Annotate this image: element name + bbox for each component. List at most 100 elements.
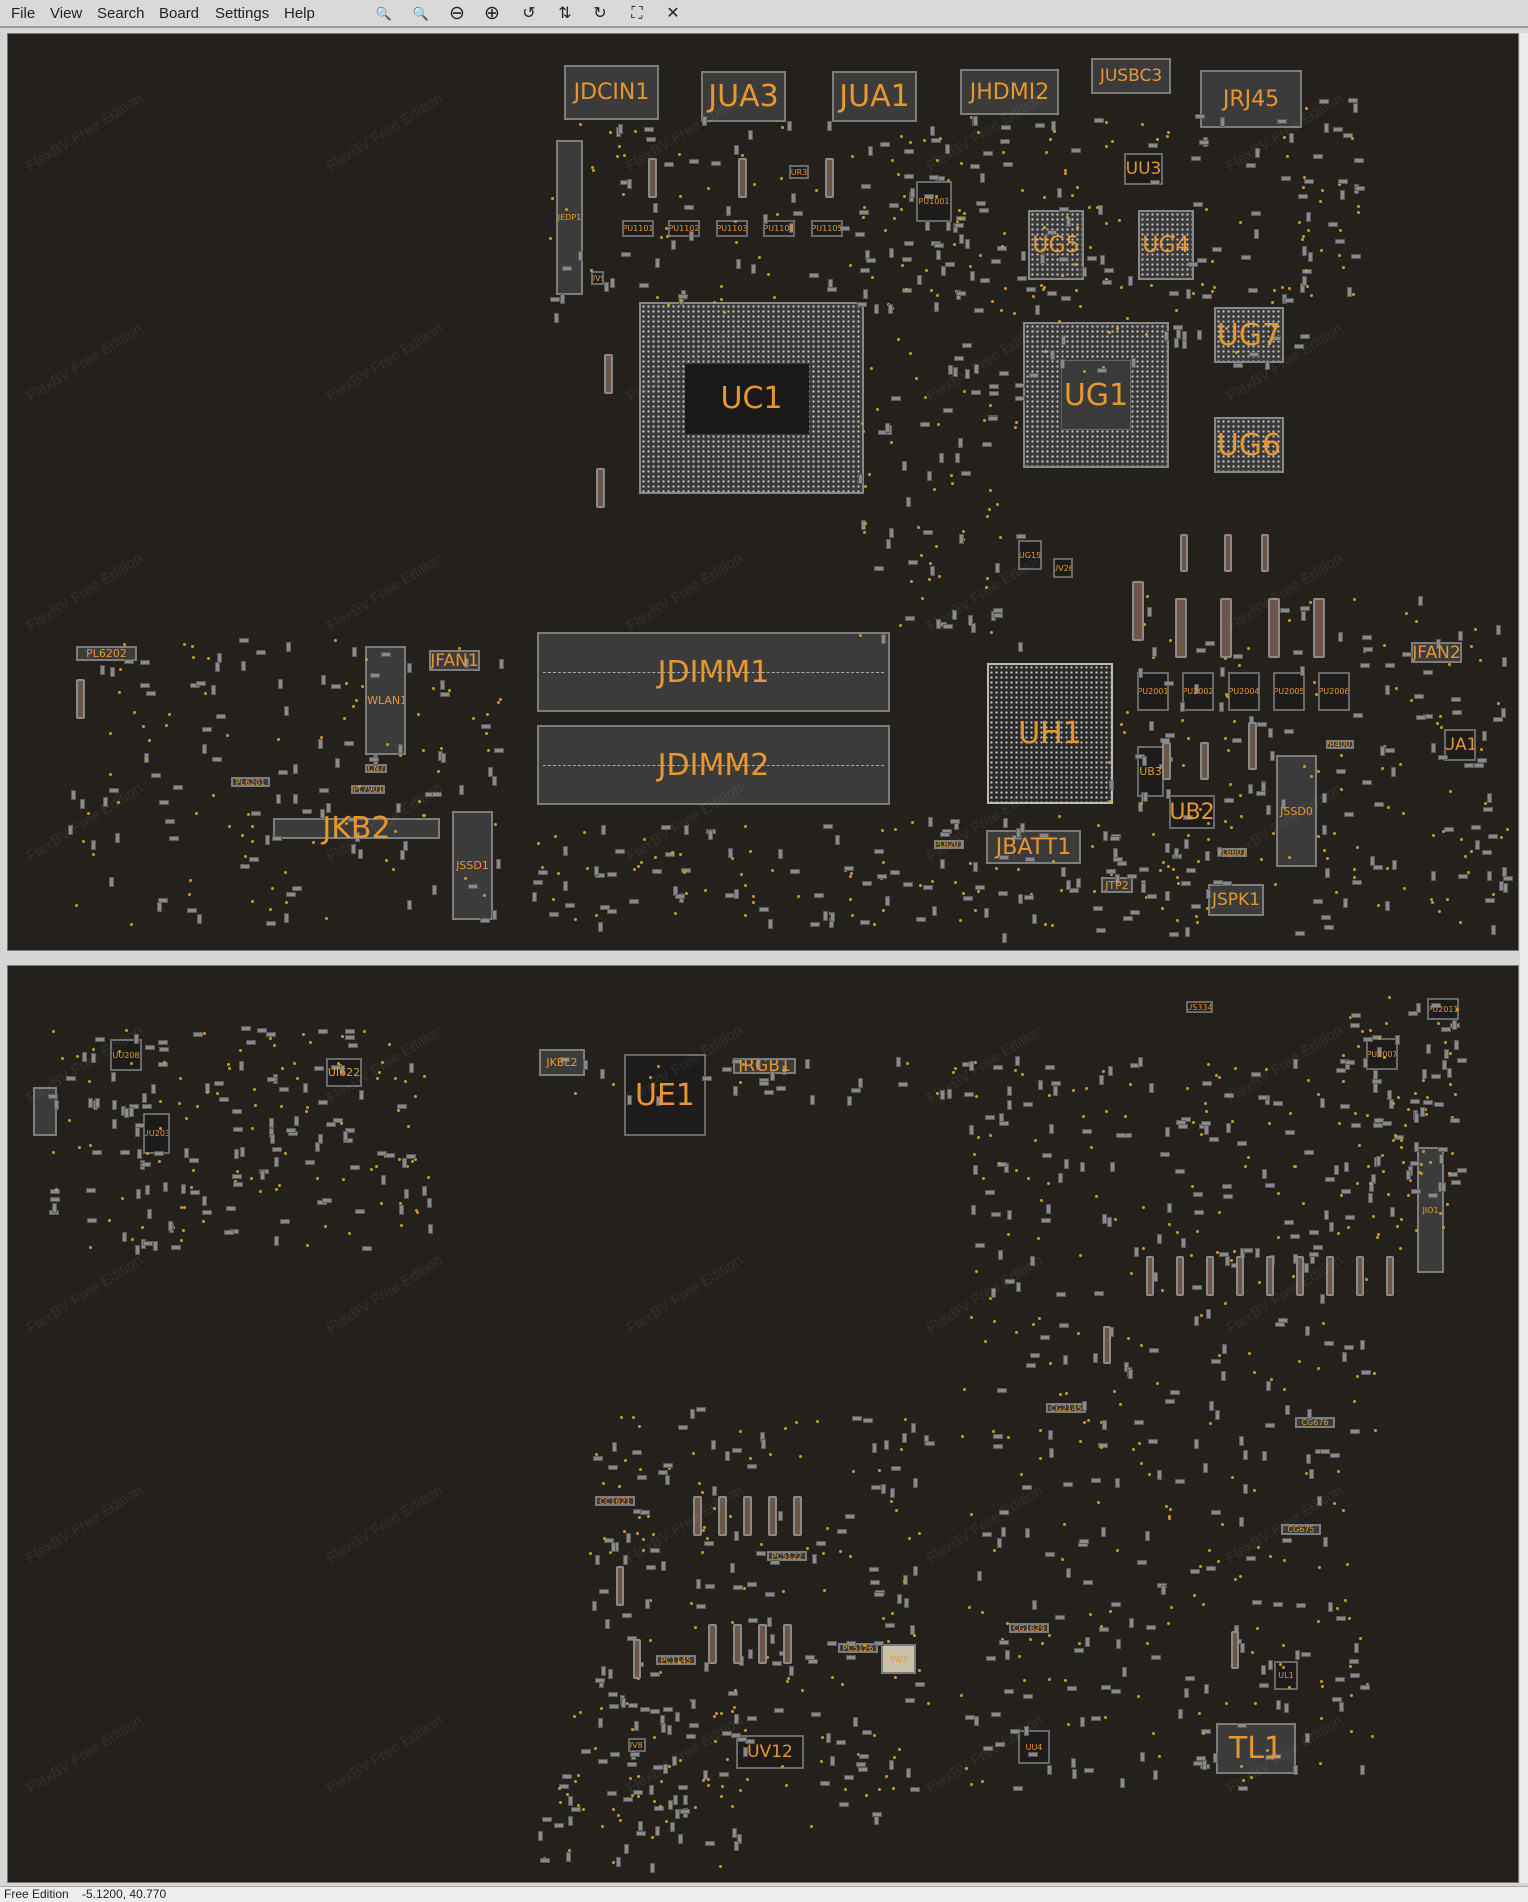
component-JUA3[interactable]: JUA3	[701, 71, 786, 122]
board-view-bottom[interactable]: UE1 JKBL2 JRGB1 UI622 UU208 UU203 JIO1 P…	[7, 965, 1519, 1883]
menu-view[interactable]: View	[50, 5, 83, 22]
component-JSPK1[interactable]: JSPK1	[1208, 884, 1264, 916]
component-JHDMI2[interactable]: JHDMI2	[960, 69, 1059, 115]
component-UU208[interactable]: UU208	[110, 1039, 142, 1071]
component-JRJ45[interactable]: JRJ45	[1200, 70, 1302, 128]
component-JSSD1[interactable]: JSSD1	[452, 811, 493, 920]
via	[268, 1036, 272, 1040]
component-PC5126[interactable]: PC5126	[838, 1643, 878, 1653]
component-JUSBC3[interactable]: JUSBC3	[1091, 58, 1171, 94]
zoom-minus-icon[interactable]: ⊖	[449, 3, 465, 24]
component-UG5[interactable]: UG5	[1028, 210, 1084, 280]
component-PL7901[interactable]: PL7901	[351, 785, 385, 794]
component-UE1[interactable]: UE1	[624, 1054, 706, 1136]
component-UG7[interactable]: UG7	[1214, 307, 1284, 363]
component-PL6201[interactable]: PL6201	[231, 777, 270, 787]
component-PU2006[interactable]: PU2006	[1318, 672, 1350, 711]
zoom-in-icon[interactable]: 🔍	[412, 6, 430, 21]
component-PC1145[interactable]: PC1145	[656, 1655, 696, 1665]
component-PC5122[interactable]: PC5122	[767, 1551, 807, 1561]
component-US334[interactable]: US334	[1186, 1001, 1213, 1013]
component-UU203[interactable]: UU203	[143, 1113, 170, 1154]
component-UG6[interactable]: UG6	[1214, 417, 1284, 473]
zoom-plus-icon[interactable]: ⊕	[484, 3, 500, 24]
component-CG2145[interactable]: CG2145	[1046, 1403, 1086, 1413]
component-PU1103[interactable]: PU1103	[716, 220, 748, 237]
via	[1463, 854, 1467, 858]
component-JRGB1[interactable]: JRGB1	[733, 1058, 796, 1074]
component-PU2005[interactable]: PU2005	[1273, 672, 1305, 711]
component-JIO1[interactable]: JIO1	[1417, 1147, 1444, 1273]
component-JKB2[interactable]: JKB2	[273, 811, 440, 846]
component-UG4[interactable]: UG4	[1138, 210, 1194, 280]
component-JDIMM2[interactable]: JDIMM2	[537, 725, 890, 805]
via	[183, 1205, 187, 1209]
component-UA1[interactable]: UA1	[1444, 729, 1476, 761]
menu-board[interactable]: Board	[159, 5, 200, 22]
component-CG1629[interactable]: CG1629	[1009, 1623, 1049, 1633]
via	[76, 1055, 80, 1059]
component-UV87[interactable]: UV87	[628, 1738, 646, 1752]
component-CG675[interactable]: CG675	[1281, 1524, 1321, 1535]
component-JUA1[interactable]: JUA1	[832, 71, 917, 122]
component-UV12[interactable]: UV12	[736, 1735, 804, 1769]
component-UV26[interactable]: UV26	[1053, 558, 1073, 578]
component-JFAN1[interactable]: JFAN1	[429, 650, 480, 671]
component-UC1[interactable]: UC1	[639, 302, 864, 494]
component-PL6202[interactable]: PL6202	[76, 646, 137, 661]
component-JKBL2[interactable]: JKBL2	[539, 1049, 585, 1076]
component-CN7[interactable]: CN7	[365, 764, 387, 773]
via	[1246, 646, 1250, 650]
scrollbar[interactable]	[1520, 33, 1528, 1883]
component-JSSD0[interactable]: JSSD0	[1276, 755, 1317, 867]
component-UG1[interactable]: UG1	[1023, 322, 1169, 468]
component-PU1001[interactable]: PU1001	[916, 181, 952, 222]
component-PU1102[interactable]: PU1102	[668, 220, 700, 237]
component-PU1101[interactable]: PU1101	[622, 220, 654, 237]
component-PR4001[interactable]: PR4001	[1326, 740, 1354, 749]
smd-pad	[1308, 1468, 1314, 1479]
component-CC1621[interactable]: CC1621	[595, 1496, 635, 1506]
component-JTP2[interactable]: JTP2	[1101, 877, 1133, 893]
component-UH1[interactable]: UH1	[987, 663, 1113, 804]
via	[683, 871, 687, 874]
menu-file[interactable]: File	[11, 5, 36, 22]
component-TL1[interactable]: TL1	[1216, 1723, 1296, 1774]
close-icon[interactable]: ✕	[666, 5, 680, 22]
component-PU1105[interactable]: PU1105	[811, 220, 843, 237]
component-PU2002[interactable]: PU2002	[1182, 672, 1214, 711]
component-UL1[interactable]: UL1	[1274, 1661, 1298, 1690]
fit-screen-icon[interactable]: ⛶	[631, 5, 643, 22]
component-PU2011[interactable]: PU2011	[1427, 998, 1459, 1020]
component-PU2001[interactable]: PU2001	[1137, 672, 1169, 711]
component-UB2[interactable]: UB2	[1169, 795, 1215, 829]
component-SW3[interactable]: SW3	[881, 1644, 916, 1674]
rotate-cw-icon[interactable]: ↻	[593, 5, 607, 22]
component-UI622[interactable]: UI622	[326, 1058, 362, 1087]
component-UG15[interactable]: UG15	[1018, 540, 1042, 570]
component-UU3[interactable]: UU3	[1124, 153, 1163, 185]
component-JEDP1[interactable]: JEDP1	[556, 140, 583, 295]
component-UV9[interactable]: UV9	[591, 271, 604, 285]
component-PU1104[interactable]: PU1104	[763, 220, 795, 237]
via	[733, 1689, 737, 1692]
board-view-top[interactable]: JDCIN1 JUA3 JUA1 JHDMI2 JUSBC3 JRJ45 JED…	[7, 33, 1519, 951]
component-JFAN2[interactable]: JFAN2	[1411, 642, 1462, 663]
menu-settings[interactable]: Settings	[215, 5, 270, 22]
component-JDCIN1[interactable]: JDCIN1	[564, 65, 659, 120]
component-JWLAN1[interactable]: JWLAN1	[365, 646, 406, 755]
component-UR3[interactable]: UR3	[789, 165, 809, 179]
component-PL8201[interactable]: PL8201	[934, 840, 964, 849]
menu-help[interactable]: Help	[284, 5, 315, 22]
smd-pad	[1079, 1538, 1090, 1544]
menu-search[interactable]: Search	[97, 5, 145, 22]
component-CG676[interactable]: CG676	[1295, 1417, 1335, 1428]
zoom-out-icon[interactable]: 🔍	[375, 6, 393, 21]
component-JDIMM1[interactable]: JDIMM1	[537, 632, 890, 712]
component-PU2007[interactable]: PU2007	[1366, 1038, 1398, 1070]
component-JBATT1[interactable]: JBATT1	[986, 830, 1081, 864]
component-UU4[interactable]: UU4	[1018, 1730, 1050, 1764]
flip-icon[interactable]: ⇅	[558, 5, 572, 22]
rotate-ccw-icon[interactable]: ↺	[522, 5, 536, 22]
component-PU2004[interactable]: PU2004	[1228, 672, 1260, 711]
